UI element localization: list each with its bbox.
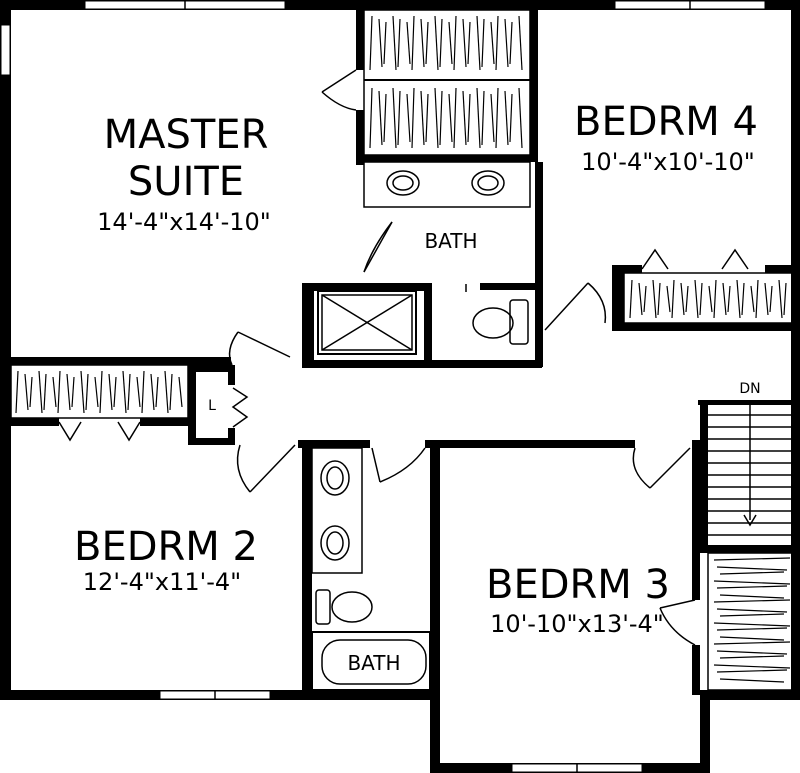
- doors: [228, 69, 696, 646]
- interior-walls: [11, 10, 795, 695]
- master-vanity: [363, 161, 531, 208]
- bedroom2-dims: 12'-4"x11'-4": [83, 568, 241, 596]
- master-toilet: [465, 284, 529, 345]
- bedroom2-name: BEDRM 2: [74, 524, 258, 570]
- hall-bath-label: BATH: [347, 651, 400, 675]
- stairs-label: DN: [739, 381, 760, 397]
- master-name-1: MASTER: [104, 112, 269, 158]
- hall-closet: [707, 552, 796, 691]
- stairs: [700, 400, 791, 536]
- windows: [0, 0, 766, 773]
- bedroom3-dims: 10'-10"x13'-4": [490, 610, 664, 638]
- master-bath-label: BATH: [424, 229, 477, 253]
- bedroom4-closet: [623, 272, 796, 324]
- bedroom4-name: BEDRM 4: [574, 99, 758, 145]
- bathtub: [311, 631, 431, 691]
- shower: [317, 290, 417, 355]
- bifold-doors: [58, 248, 749, 442]
- master-name-2: SUITE: [128, 159, 244, 205]
- linen-label: L: [208, 398, 216, 414]
- room-labels: MASTER SUITE 14'-4"x14'-10" BEDRM 4 10'-…: [74, 99, 761, 675]
- hall-vanity: [311, 447, 363, 574]
- bedroom2-closet: [10, 364, 189, 419]
- hall-toilet: [315, 589, 373, 625]
- bedroom4-dims: 10'-4"x10'-10": [581, 148, 755, 176]
- master-dims: 14'-4"x14'-10": [97, 208, 271, 236]
- bedroom3-name: BEDRM 3: [486, 562, 670, 608]
- master-closet: [363, 9, 531, 156]
